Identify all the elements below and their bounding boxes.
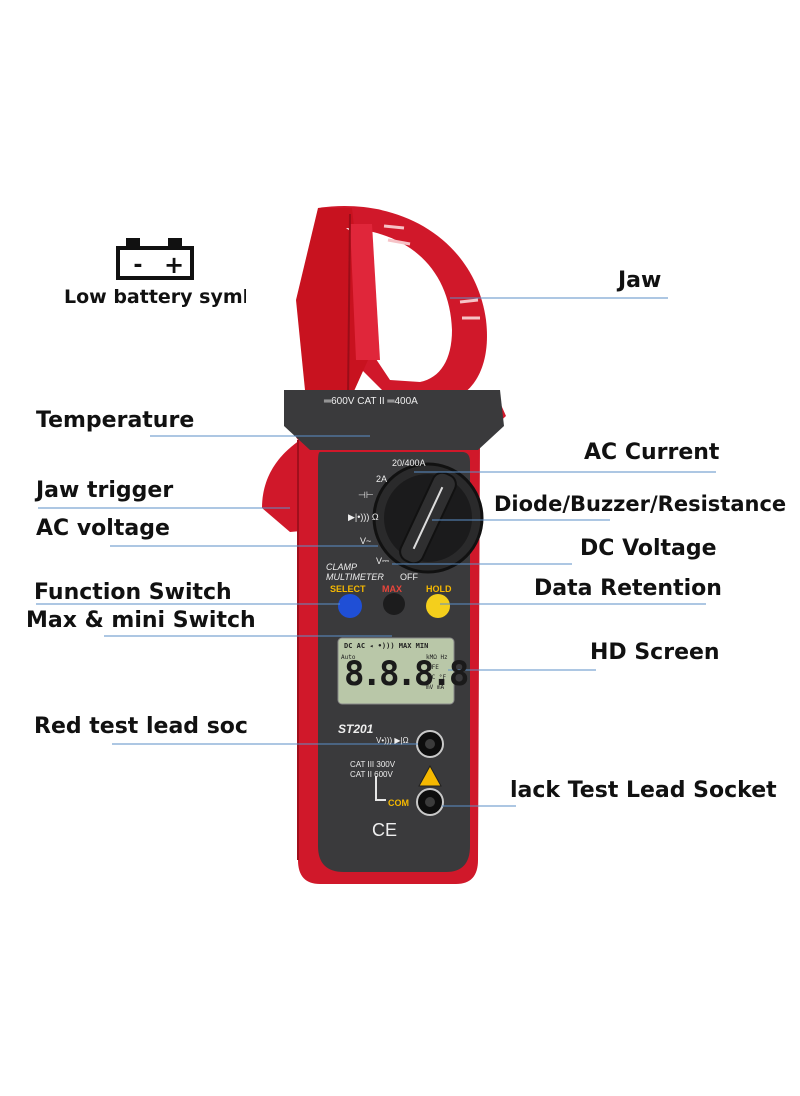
battery-minus-sign: - xyxy=(133,253,142,278)
battery-plus-sign: + xyxy=(164,251,184,279)
data-retention-label: Data Retention xyxy=(534,576,722,601)
capacitance-mark: ⊣⊢ xyxy=(358,490,374,500)
leader-lines xyxy=(36,297,716,807)
black-test-lead-socket-label: lack Test Lead Socket xyxy=(510,778,777,803)
range-current-text: 20/400A xyxy=(392,458,426,468)
red-test-lead-socket-label: Red test lead socl xyxy=(34,716,248,738)
vdc-mark: V⎓ xyxy=(376,556,390,566)
range-2a-text: 2A xyxy=(376,474,388,484)
com-label: COM xyxy=(388,798,409,808)
cat3-rating: CAT III 300V xyxy=(350,760,396,769)
brand-line-2: MULTIMETER xyxy=(326,572,384,582)
battery-icon: - + xyxy=(116,238,194,280)
cat2-rating: CAT II 600V xyxy=(350,770,393,779)
warning-triangle-icon xyxy=(418,764,442,787)
black-test-lead-socket[interactable] xyxy=(416,788,444,816)
lcd-digits: 8.8.8.8 xyxy=(344,654,469,694)
lcd-units-2: hFE xyxy=(428,664,439,671)
lcd-units-4: mV mA xyxy=(426,684,445,691)
lcd-units-1: kMΩ Hz xyxy=(426,654,448,661)
hold-button-label: HOLD xyxy=(426,584,452,594)
lcd-auto: Auto xyxy=(341,654,356,661)
rotary-dial[interactable] xyxy=(372,462,484,574)
brand-line-1: CLAMP xyxy=(326,562,358,572)
max-button[interactable] xyxy=(383,593,405,615)
hold-button[interactable] xyxy=(426,594,450,618)
dc-voltage-label: DC Voltage xyxy=(580,536,717,561)
temperature-label: Temperature xyxy=(36,408,195,433)
off-mark: OFF xyxy=(400,572,418,582)
jaw-label: Jaw xyxy=(618,268,662,293)
vac-mark: V~ xyxy=(360,536,372,546)
ce-mark: CE xyxy=(372,820,398,840)
hd-screen-label: HD Screen xyxy=(590,640,720,665)
function-switch-label: Function Switch xyxy=(34,580,232,605)
lcd-annunciators: DC AC ◂ •))) MAX MIN xyxy=(344,642,429,650)
max-button-label: MAX xyxy=(382,584,402,594)
lcd-units-3: °C °F xyxy=(428,674,447,681)
ground-bracket-icon xyxy=(375,776,386,801)
ac-current-label: AC Current xyxy=(584,440,720,465)
diode-buzzer-mark: ▶|•))) Ω xyxy=(348,512,379,522)
model-label: ST201 xyxy=(338,722,374,736)
select-button-label: SELECT xyxy=(330,584,366,594)
max-mini-switch-label: Max & mini Switch xyxy=(26,608,256,633)
red-test-lead-socket[interactable] xyxy=(416,730,444,758)
ac-voltage-label: AC voltage xyxy=(36,516,170,541)
jaw-trigger-label: Jaw trigger xyxy=(36,478,174,503)
low-battery-symbol-label: Low battery symbo xyxy=(64,288,246,307)
rating-text: ═600V CAT II ═400A xyxy=(324,396,418,407)
diode-buzzer-resistance-label: Diode/Buzzer/Resistance xyxy=(494,492,787,516)
socket-v-omega-label: V•))) ▶|Ω xyxy=(376,736,409,745)
lcd-screen xyxy=(337,637,455,705)
select-button[interactable] xyxy=(338,594,362,618)
jaw xyxy=(296,206,487,402)
